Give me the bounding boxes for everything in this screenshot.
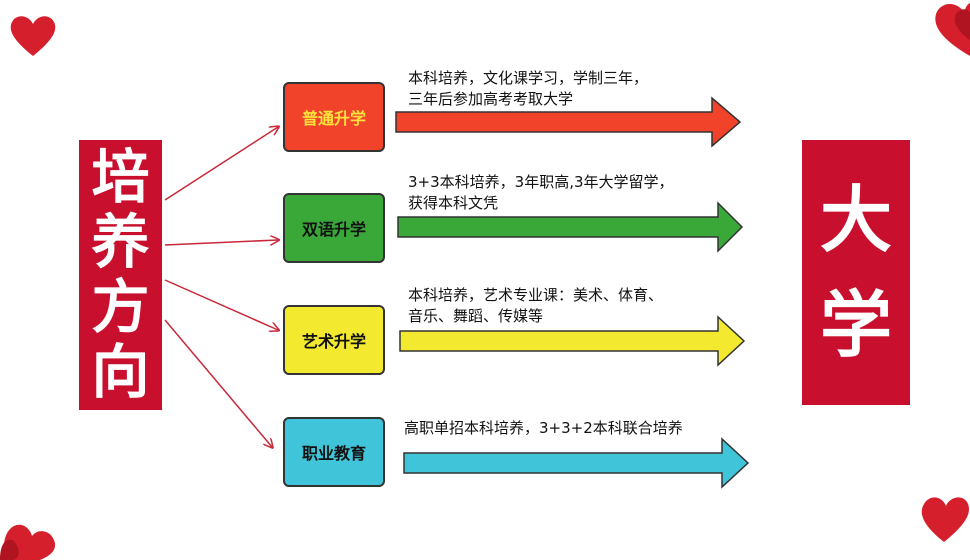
heart-icon-top-right — [935, 3, 970, 56]
arrow-1 — [395, 96, 742, 148]
connector-line-4 — [164, 319, 272, 447]
path-desc-3: 本科培养，艺术专业课：美术、体育、 音乐、舞蹈、传媒等 — [408, 285, 663, 327]
arrow-3 — [399, 315, 746, 367]
left-title-char-1: 培 — [91, 143, 150, 212]
right-title-box: 大 学 — [802, 140, 910, 405]
path-box-2: 双语升学 — [283, 193, 385, 263]
path-desc-1: 本科培养，文化课学习，学制三年， 三年后参加高考考取大学 — [408, 68, 648, 110]
path-desc-1-line-1: 本科培养，文化课学习，学制三年， — [408, 69, 649, 87]
connector-line-2 — [164, 240, 278, 246]
path-desc-1-line-2: 三年后参加高考考取大学 — [408, 90, 574, 108]
right-title-char-2: 学 — [819, 282, 892, 367]
heart-icon-top-left — [10, 16, 56, 56]
path-desc-2-line-1: 3+3本科培养，3年职高,3年大学留学， — [408, 173, 674, 191]
path-desc-4-line-1: 高职单招本科培养，3+3+2本科联合培养 — [404, 419, 683, 437]
path-desc-4: 高职单招本科培养，3+3+2本科联合培养 — [404, 418, 683, 439]
path-desc-2: 3+3本科培养，3年职高,3年大学留学， 获得本科文凭 — [408, 172, 674, 214]
left-title-box: 培 养 方 向 — [79, 140, 162, 410]
heart-icon-bottom-right — [921, 497, 969, 542]
path-desc-3-line-2: 音乐、舞蹈、传媒等 — [408, 307, 544, 325]
path-box-1: 普通升学 — [283, 82, 385, 152]
heart-icon-bottom-left — [0, 524, 56, 560]
path-label-2: 双语升学 — [301, 220, 366, 239]
path-label-4: 职业教育 — [301, 444, 366, 463]
path-box-3: 艺术升学 — [283, 305, 385, 375]
path-label-1: 普通升学 — [301, 109, 366, 128]
path-label-3: 艺术升学 — [301, 332, 366, 351]
arrow-4 — [403, 437, 750, 489]
left-title-char-2: 养 — [91, 208, 150, 277]
right-title-char-1: 大 — [819, 178, 892, 263]
path-desc-2-line-2: 获得本科文凭 — [408, 194, 499, 212]
arrow-2 — [397, 201, 744, 253]
path-box-4: 职业教育 — [283, 417, 385, 487]
path-desc-3-line-1: 本科培养，艺术专业课：美术、体育、 — [408, 286, 664, 304]
connector-line-3 — [164, 279, 278, 330]
left-title-char-3: 方 — [91, 273, 150, 341]
connector-line-1 — [164, 127, 278, 201]
left-title-char-4: 向 — [91, 337, 150, 406]
